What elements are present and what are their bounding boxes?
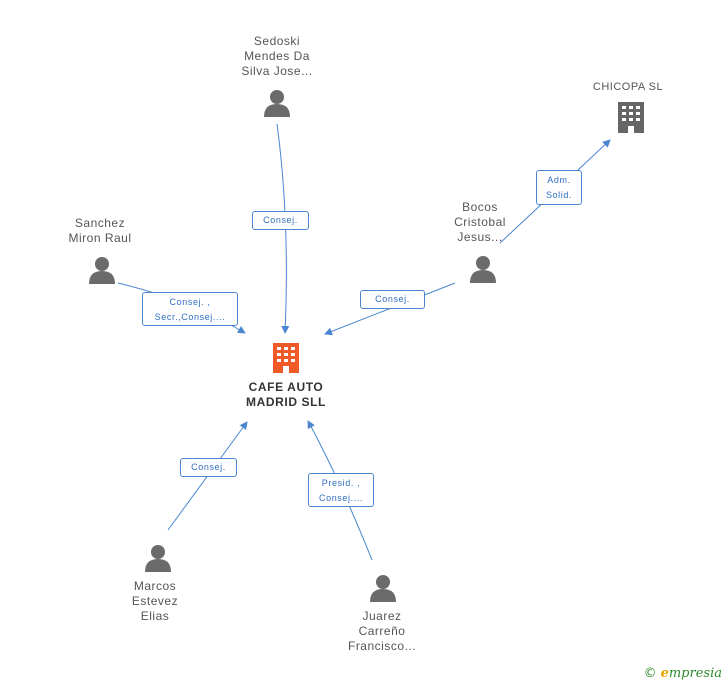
marcos-person-icon[interactable]: [145, 545, 171, 572]
copyright-symbol: ©: [643, 666, 657, 681]
chicopa-label[interactable]: CHICOPA SL: [592, 81, 664, 93]
bocos-label[interactable]: Bocos Cristobal Jesus...: [454, 200, 506, 244]
chicopa-building-icon[interactable]: [618, 102, 644, 133]
edge-label-sanchez-center[interactable]: Consej. , Secr.,Consej....: [142, 292, 238, 326]
center-company-label[interactable]: CAFE AUTO MADRID SLL: [246, 380, 326, 409]
edge-label-juarez-center[interactable]: Presid. , Consej....: [308, 473, 374, 507]
edge-label-sedoski-center[interactable]: Consej.: [252, 211, 309, 230]
bocos-person-icon[interactable]: [470, 256, 496, 283]
juarez-person-icon[interactable]: [370, 575, 396, 602]
brand-name: mpresia: [668, 666, 722, 681]
edge-label-bocos-chicopa[interactable]: Adm. Solid.: [536, 170, 582, 205]
sedoski-label[interactable]: Sedoski Mendes Da Silva Jose...: [241, 34, 313, 78]
sanchez-person-icon[interactable]: [89, 257, 115, 284]
center-building-icon[interactable]: [273, 343, 299, 373]
edge-label-marcos-center[interactable]: Consej.: [180, 458, 237, 477]
juarez-label[interactable]: Juarez Carreño Francisco...: [347, 609, 416, 653]
sedoski-person-icon[interactable]: [264, 90, 290, 117]
brand-initial: e: [660, 666, 669, 681]
empresia-watermark: ©empresia: [644, 666, 722, 681]
edge-label-bocos-center[interactable]: Consej.: [360, 290, 425, 309]
sanchez-label[interactable]: Sanchez Miron Raul: [68, 216, 132, 245]
marcos-label[interactable]: Marcos Estevez Elias: [131, 579, 179, 623]
